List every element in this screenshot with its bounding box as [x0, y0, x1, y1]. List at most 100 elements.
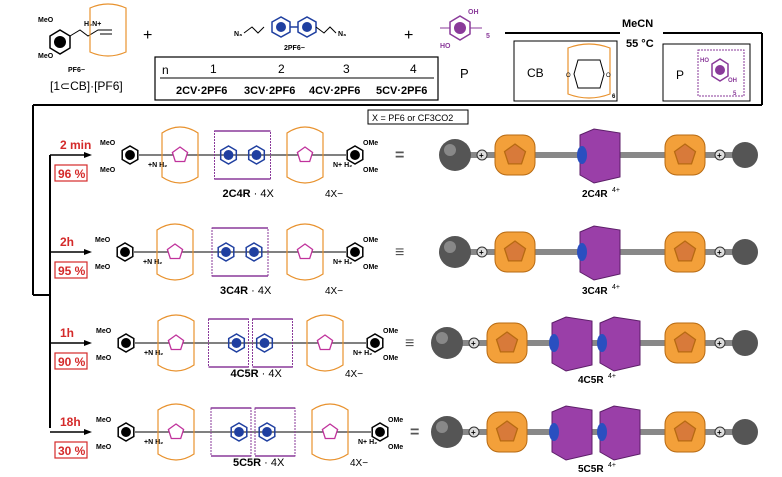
oxygen-label: O	[606, 73, 611, 79]
plus-charge-icon	[476, 149, 488, 161]
compound-suffix: · 4X	[248, 285, 272, 297]
oh-label: HO	[440, 43, 451, 50]
yield-box	[54, 164, 88, 182]
stopper-ball-icon	[732, 239, 758, 265]
yield-box	[54, 352, 88, 370]
table-compound: 4CV·2PF6	[309, 85, 360, 97]
plus-sign: +	[717, 248, 722, 257]
compound-suffix: · 4X	[259, 368, 283, 380]
temperature-label: 55 °C	[626, 38, 654, 50]
ammonium-label: N+ H₂	[333, 162, 352, 169]
yield-box	[54, 441, 88, 459]
compound-code: 5C5R	[233, 457, 261, 469]
triazole-ring	[321, 423, 339, 440]
pillar-reactant: OH HO 5 P	[440, 9, 490, 81]
aromatic-dot	[120, 247, 130, 257]
cb-label: CB	[527, 66, 544, 80]
axle-counterion: PF6−	[68, 67, 85, 74]
cb-pentagon	[495, 420, 519, 442]
compound-label: 2C4R · 4X	[223, 188, 275, 200]
ammonium-label: +N H₂	[144, 439, 163, 446]
oh-label: OH	[468, 9, 479, 16]
viologen-counterion: 2PF6−	[284, 45, 305, 52]
yield-value: 95 %	[58, 264, 86, 278]
compound-code: 2C4R	[223, 188, 251, 200]
triazole-ring	[171, 146, 189, 163]
linker-chain	[315, 26, 337, 34]
yield-value: 30 %	[58, 444, 86, 458]
ammonium-label: N+ H₂	[333, 259, 352, 266]
cartoon-charge: 4+	[612, 187, 620, 194]
pyridinium-ring	[271, 16, 291, 38]
yield-value: 90 %	[58, 355, 86, 369]
stopper-highlight	[436, 332, 448, 344]
cartoon-charge: 4+	[608, 462, 616, 469]
triazole-ring	[316, 334, 334, 351]
aromatic-dot	[715, 65, 725, 75]
aromatic-dot	[302, 22, 312, 32]
ome-label: OMe	[363, 140, 378, 147]
pillar-box-icon	[697, 49, 745, 97]
reaction-time: 18h	[60, 415, 81, 429]
ome-label: OMe	[388, 417, 403, 424]
meo-label: MeO	[100, 167, 116, 174]
table-n-value: 1	[210, 62, 217, 76]
table-n-value: 4	[410, 62, 417, 76]
ome-label: OMe	[363, 167, 378, 174]
aromatic-dot	[223, 150, 234, 160]
compound-label: 5C5R · 4X	[233, 457, 285, 469]
meo-label: MeO	[96, 355, 112, 362]
compound-label: 3C4R · 4X	[220, 285, 272, 297]
triazole-ring	[167, 334, 185, 351]
axle-chain	[69, 29, 112, 37]
compound-label: 4C5R · 4X	[231, 368, 283, 380]
viologen-cartoon-icon	[549, 423, 559, 441]
oh-label: OH	[728, 78, 737, 84]
cartoon-charge: 4+	[608, 373, 616, 380]
ammonium-label: N+ H₂	[353, 350, 372, 357]
legend-frame	[662, 43, 751, 102]
cb-ring-icon	[89, 3, 127, 57]
ammonium-label: +N H₂	[148, 162, 167, 169]
plus-charge-icon	[468, 337, 480, 349]
cb-ring-icon	[311, 403, 349, 461]
glycoluril-unit	[573, 59, 605, 89]
aromatic-dot	[454, 22, 466, 34]
viologen-cartoon-icon	[597, 334, 607, 352]
table-n-value: 3	[343, 62, 350, 76]
cartoon-label: 5C5R	[578, 464, 604, 475]
cb-pentagon	[673, 420, 697, 442]
plus-charge-icon	[714, 337, 726, 349]
compound-code: 3C4R	[220, 285, 248, 297]
stopper-highlight	[436, 421, 448, 433]
compound-suffix: · 4X	[261, 457, 285, 469]
pillar-legend-box: P HO OH 5	[662, 43, 751, 102]
meo-label: MeO	[96, 444, 112, 451]
plus-charge-icon	[714, 246, 726, 258]
pillar-cartoon-icon	[599, 405, 641, 461]
plus-sign: +	[717, 151, 722, 160]
benzene-ring	[346, 242, 364, 262]
cb-pentagon	[495, 331, 519, 353]
cb-ring-icon	[161, 126, 199, 184]
cb-ring-icon	[306, 314, 344, 372]
aromatic-dot	[375, 427, 385, 437]
cartoon-label: 4C5R	[578, 375, 604, 386]
triazole-ring	[167, 423, 185, 440]
plus-sign: +	[471, 339, 476, 348]
cb-pentagon	[673, 331, 697, 353]
meo-label: MeO	[100, 140, 116, 147]
aromatic-dot	[121, 338, 131, 348]
aromatic-dot	[259, 338, 270, 348]
viologen-cartoon-icon	[549, 334, 559, 352]
pyridinium-ring	[227, 333, 246, 353]
aromatic-dot	[262, 427, 272, 437]
solvent-label: MeCN	[622, 18, 653, 30]
